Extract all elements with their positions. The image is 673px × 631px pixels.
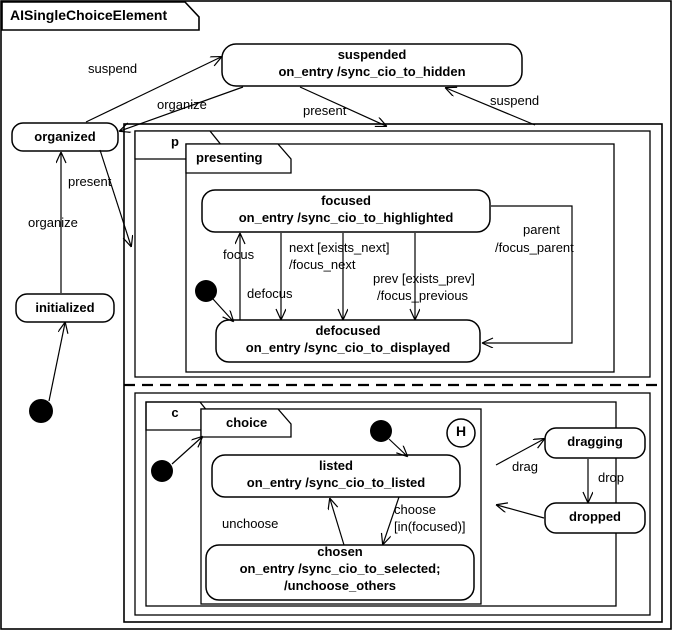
state-defocused-action: on_entry /sync_cio_to_displayed xyxy=(245,340,451,355)
region-label-presenting: presenting xyxy=(196,150,263,165)
state-dropped[interactable]: dropped xyxy=(569,509,621,524)
state-organized[interactable]: organized xyxy=(34,129,96,144)
region-label-p: p xyxy=(171,134,179,149)
transition-label-prev-action: /focus_previous xyxy=(377,288,469,303)
transition-label-focus: focus xyxy=(223,247,255,262)
transition-label-choose-guard: [in(focused)] xyxy=(394,519,466,534)
transition-label-defocus: defocus xyxy=(247,286,293,301)
state-focused-name[interactable]: focused xyxy=(321,193,371,208)
state-suspended-action: on_entry /sync_cio_to_hidden xyxy=(278,64,466,79)
transition-label-choose: choose xyxy=(394,502,436,517)
transition-label-present-top: present xyxy=(303,103,347,118)
state-chosen-name[interactable]: chosen xyxy=(317,544,363,559)
state-listed-name[interactable]: listed xyxy=(319,458,353,473)
transition-label-suspend-right: suspend xyxy=(490,93,540,108)
transition-label-parent-action: /focus_parent xyxy=(495,240,574,255)
transition-label-organize-left: organize xyxy=(28,215,78,230)
transition-label-unchoose: unchoose xyxy=(222,516,279,531)
state-chosen-action2: /unchoose_others xyxy=(284,578,396,593)
transition-label-suspend-top: suspend xyxy=(88,61,138,76)
transition-label-drop: drop xyxy=(598,470,625,485)
region-label-choice: choice xyxy=(226,415,268,430)
state-focused-action: on_entry /sync_cio_to_highlighted xyxy=(238,210,454,225)
transition-label-organize-top: organize xyxy=(157,97,207,112)
state-dragging[interactable]: dragging xyxy=(567,434,623,449)
state-initialized[interactable]: initialized xyxy=(35,300,95,315)
transition-label-next-action: /focus_next xyxy=(289,257,356,272)
state-listed-action: on_entry /sync_cio_to_listed xyxy=(246,475,426,490)
transition-label-parent: parent xyxy=(523,222,560,237)
state-suspended-name[interactable]: suspended xyxy=(337,47,407,62)
diagram-title: AISingleChoiceElement xyxy=(10,7,168,23)
state-defocused-name[interactable]: defocused xyxy=(315,323,381,338)
transition-label-prev: prev [exists_prev] xyxy=(373,271,475,286)
state-chosen-action: on_entry /sync_cio_to_selected; xyxy=(239,561,441,576)
history-pseudostate[interactable]: H xyxy=(455,423,467,439)
region-label-c: c xyxy=(171,405,179,420)
transition-label-drag: drag xyxy=(512,459,539,474)
transition-label-present-left: present xyxy=(68,174,112,189)
transition-label-next: next [exists_next] xyxy=(289,240,390,255)
